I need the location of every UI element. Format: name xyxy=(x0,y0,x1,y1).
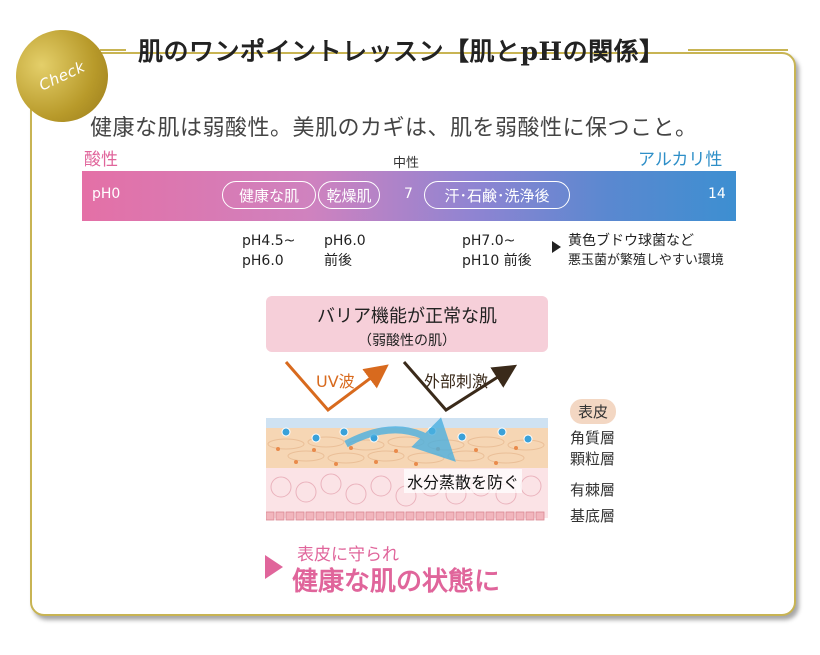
stratum-corneum-label: 角質層 xyxy=(570,429,616,447)
ph-scale-bar: pH0 健康な肌 乾燥肌 7 汗･石鹸･洗浄後 14 xyxy=(82,171,736,221)
conclusion-big: 健康な肌の状態に xyxy=(292,567,501,597)
sweat-range-line2: pH10 前後 xyxy=(462,253,532,269)
skin-diagram xyxy=(266,361,548,521)
dry-range-line2: 前後 xyxy=(324,253,352,269)
basal-row xyxy=(266,511,545,521)
stratum-corneum-layer xyxy=(266,418,548,428)
healthy-range-note: pH4.5~ pH6.0 xyxy=(242,231,295,271)
healthy-range-line1: pH4.5~ xyxy=(242,233,296,249)
subtitle: 健康な肌は弱酸性。美肌のカギは、肌を弱酸性に保つこと。 xyxy=(90,116,698,141)
orange-dots xyxy=(276,446,518,466)
check-badge-label: Check xyxy=(36,57,88,95)
bacteria-line2: 悪玉菌が繁殖しやすい環境 xyxy=(568,253,724,268)
conclusion-small: 表皮に守られ xyxy=(297,545,399,565)
barrier-heading: バリア機能が正常な肌 xyxy=(317,306,497,327)
moisture-arrow xyxy=(344,417,456,462)
uv-arrow xyxy=(284,361,389,413)
barrier-box: バリア機能が正常な肌 （弱酸性の肌） xyxy=(266,296,548,352)
dry-skin-pill: 乾燥肌 xyxy=(318,181,380,209)
external-stimulus-arrow xyxy=(402,361,518,412)
triangle-right-pink-icon xyxy=(265,555,283,579)
uv-label: UV波 xyxy=(316,372,355,391)
bacteria-note: 黄色ブドウ球菌など 悪玉菌が繁殖しやすい環境 xyxy=(568,231,724,271)
sweat-soap-pill: 汗･石鹸･洗浄後 xyxy=(424,181,570,209)
epidermis-badge: 表皮 xyxy=(570,399,617,424)
bacteria-line1: 黄色ブドウ球菌など xyxy=(568,233,694,249)
stratum-granulosum-label: 顆粒層 xyxy=(570,450,616,468)
external-stimulus-label: 外部刺激 xyxy=(424,372,489,391)
stratum-basale-label: 基底層 xyxy=(570,507,616,525)
seven-label: 7 xyxy=(404,186,413,202)
triangle-right-icon xyxy=(552,241,561,253)
neutral-label: 中性 xyxy=(393,156,420,171)
alkaline-label: アルカリ性 xyxy=(638,150,723,170)
dry-range-note: pH6.0 前後 xyxy=(324,231,366,271)
page-title: 肌のワンポイントレッスン【肌とpHの関係】 xyxy=(138,37,665,66)
moisture-label: 水分蒸散を防ぐ xyxy=(404,469,523,493)
ph0-label: pH0 xyxy=(92,186,121,202)
layer-list-upper: 角質層 顆粒層 xyxy=(570,428,615,470)
title-line-right xyxy=(688,49,788,51)
dry-range-line1: pH6.0 xyxy=(324,233,366,249)
barrier-subheading: （弱酸性の肌） xyxy=(358,333,456,349)
fourteen-label: 14 xyxy=(708,186,726,202)
acid-label: 酸性 xyxy=(84,150,118,170)
healthy-range-line2: pH6.0 xyxy=(242,253,284,269)
title-line-left xyxy=(100,49,126,51)
sweat-range-line1: pH7.0~ xyxy=(462,233,516,249)
healthy-skin-pill: 健康な肌 xyxy=(222,181,316,209)
sweat-range-note: pH7.0~ pH10 前後 xyxy=(462,231,532,271)
stratum-spinosum-label: 有棘層 xyxy=(570,481,616,499)
layer-list-lower: 有棘層 基底層 xyxy=(570,480,615,527)
